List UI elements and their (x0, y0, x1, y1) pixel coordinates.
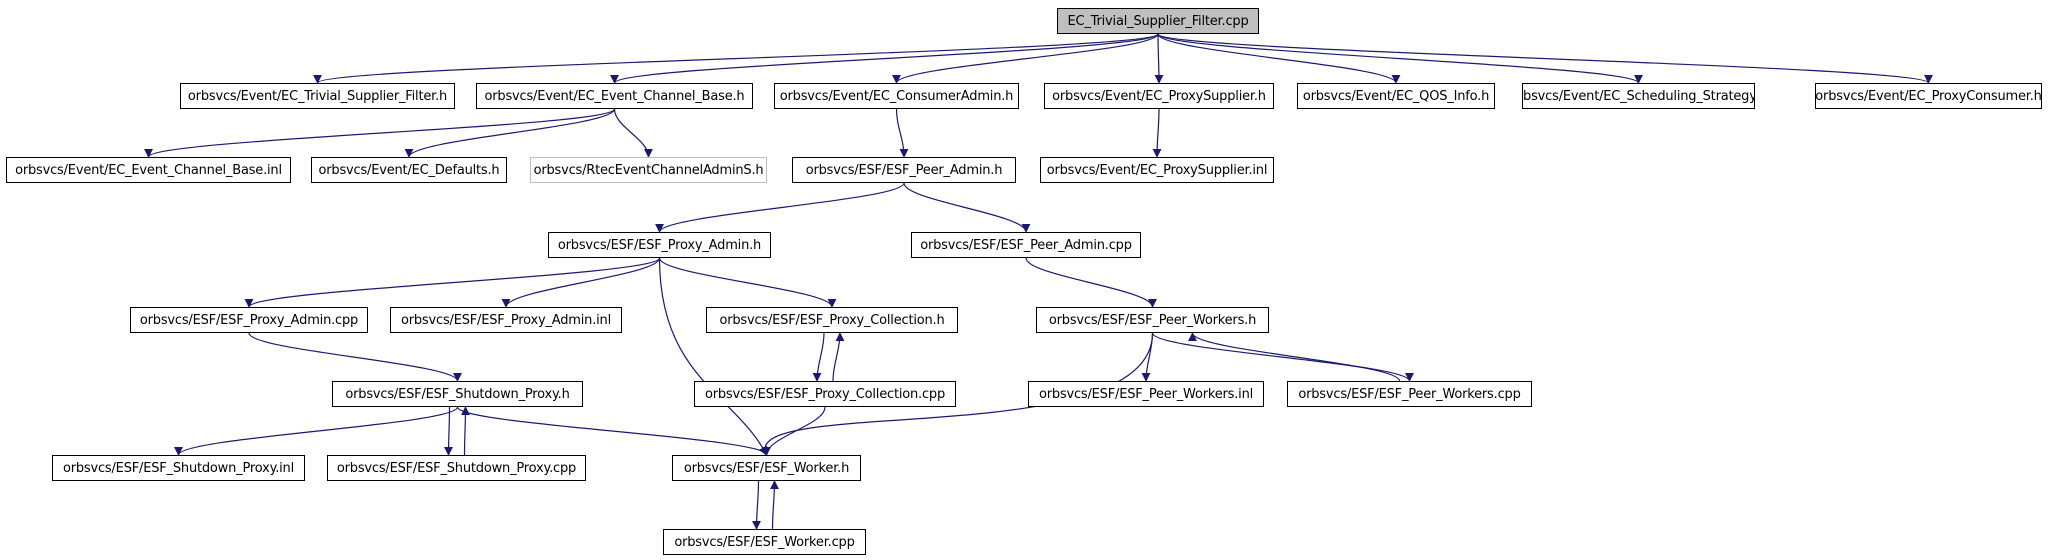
file-node-esf-esf-proxy-admin-cpp[interactable]: orbsvcs/ESF/ESF_Proxy_Admin.cpp (130, 307, 368, 333)
edge-root-to-ecca (892, 33, 1159, 84)
edge-esfsp-to-esfw (456, 406, 771, 456)
file-node-esf-esf-worker-h[interactable]: orbsvcs/ESF/ESF_Worker.h (672, 455, 861, 481)
edge-esfwcpp-to-esfw (769, 480, 779, 530)
edge-esfsp-to-esfspcpp (444, 406, 454, 456)
file-node-event-ec-proxyconsumer-h[interactable]: orbsvcs/Event/EC_ProxyConsumer.h (1815, 83, 2042, 109)
file-node-event-ec-event-channel-base-inl[interactable]: orbsvcs/Event/EC_Event_Channel_Base.inl (6, 157, 291, 183)
edge-root-to-ecqos (1157, 33, 1401, 84)
file-node-esf-esf-shutdown-proxy-inl[interactable]: orbsvcs/ESF/ESF_Shutdown_Proxy.inl (52, 455, 305, 481)
edge-esfsp-to-esfspinl (174, 406, 459, 456)
file-node-esf-esf-shutdown-proxy-cpp[interactable]: orbsvcs/ESF/ESF_Shutdown_Proxy.cpp (327, 455, 586, 481)
edge-root-to-ecps (1154, 33, 1164, 84)
file-node-esf-esf-peer-workers-inl[interactable]: orbsvcs/ESF/ESF_Peer_Workers.inl (1028, 381, 1264, 407)
file-node-event-ec-proxysupplier-h[interactable]: orbsvcs/Event/EC_ProxySupplier.h (1044, 83, 1274, 109)
file-node-event-ec-scheduling-strategy-h[interactable]: orbsvcs/Event/EC_Scheduling_Strategy.h (1522, 83, 1755, 109)
edge-esfpw-to-esfpwinl (1141, 332, 1154, 382)
file-node-esf-esf-peer-workers-h[interactable]: orbsvcs/ESF/ESF_Peer_Workers.h (1036, 307, 1269, 333)
file-node-esf-esf-worker-cpp[interactable]: orbsvcs/ESF/ESF_Worker.cpp (663, 529, 866, 555)
root-node-ec-trivial-supplier-filter-cpp[interactable]: EC_Trivial_Supplier_Filter.cpp (1057, 8, 1259, 34)
edge-esfpa-to-esfpacpp (903, 182, 1031, 233)
file-node-esf-esf-proxy-collection-h[interactable]: orbsvcs/ESF/ESF_Proxy_Collection.h (706, 307, 958, 333)
edge-esfpwcpp-to-esfpw (1188, 332, 1401, 382)
file-node-esf-esf-shutdown-proxy-h[interactable]: orbsvcs/ESF/ESF_Shutdown_Proxy.h (332, 381, 583, 407)
edge-ececb-to-ecdef (404, 108, 616, 158)
file-node-esf-esf-peer-admin-cpp[interactable]: orbsvcs/ESF/ESF_Peer_Admin.cpp (911, 232, 1141, 258)
edge-root-to-ececb (610, 33, 1159, 84)
edge-esfproxa-to-esfproxacpp (244, 257, 661, 308)
edge-ecps-to-ecpsinl (1152, 108, 1162, 158)
edge-esfpacpp-to-esfpw (1025, 257, 1157, 308)
file-node-event-ec-consumeradmin-h[interactable]: orbsvcs/Event/EC_ConsumerAdmin.h (774, 83, 1019, 109)
edge-ecca-to-esfpa (895, 108, 909, 158)
edge-root-to-ectsfh (313, 33, 1159, 84)
edge-ececb-to-rtec (613, 108, 653, 158)
file-node-esf-esf-proxy-collection-cpp[interactable]: orbsvcs/ESF/ESF_Proxy_Collection.cpp (694, 381, 956, 407)
edge-esfpa-to-esfproxa (655, 182, 905, 233)
file-node-event-ec-defaults-h[interactable]: orbsvcs/Event/EC_Defaults.h (311, 157, 507, 183)
file-node-event-ec-qos-info-h[interactable]: orbsvcs/Event/EC_QOS_Info.h (1297, 83, 1495, 109)
edge-esfproxacpp-to-esfsp (248, 332, 462, 382)
edge-ececb-to-ececbinl (144, 108, 616, 158)
file-node-event-ec-trivial-supplier-filter-h[interactable]: orbsvcs/Event/EC_Trivial_Supplier_Filter… (180, 83, 455, 109)
edge-esfproxcolcpp-to-esfw (762, 406, 826, 456)
file-node-esf-esf-peer-workers-cpp[interactable]: orbsvcs/ESF/ESF_Peer_Workers.cpp (1287, 381, 1532, 407)
file-node-event-ec-event-channel-base-h[interactable]: orbsvcs/Event/EC_Event_Channel_Base.h (476, 83, 753, 109)
edge-esfproxcol-to-esfproxcolcpp (812, 332, 825, 382)
edge-esfw-to-esfwcpp (752, 480, 762, 530)
file-node-event-ec-proxysupplier-inl[interactable]: orbsvcs/Event/EC_ProxySupplier.inl (1040, 157, 1274, 183)
edge-esfpw-to-esfpwcpp (1151, 332, 1414, 382)
edge-esfproxcolcpp-to-esfproxcol (832, 332, 845, 382)
file-node-esf-esf-peer-admin-h[interactable]: orbsvcs/ESF/ESF_Peer_Admin.h (792, 157, 1016, 183)
edge-root-to-ecpc (1157, 33, 1933, 84)
edge-esfproxa-to-esfproxcol (658, 257, 837, 308)
edge-esfproxa-to-esfproxainl (501, 257, 661, 308)
edge-esfspcpp-to-esfsp (460, 406, 470, 456)
edge-esfpw-to-esfw (758, 332, 1154, 456)
edge-root-to-ecss (1157, 33, 1643, 84)
edge-esfproxa-to-esfw (658, 257, 768, 456)
file-node-rteceventchanneladmins-h[interactable]: orbsvcs/RtecEventChannelAdminS.h (530, 157, 767, 183)
file-node-esf-esf-proxy-admin-inl[interactable]: orbsvcs/ESF/ESF_Proxy_Admin.inl (390, 307, 622, 333)
file-node-esf-esf-proxy-admin-h[interactable]: orbsvcs/ESF/ESF_Proxy_Admin.h (548, 232, 771, 258)
